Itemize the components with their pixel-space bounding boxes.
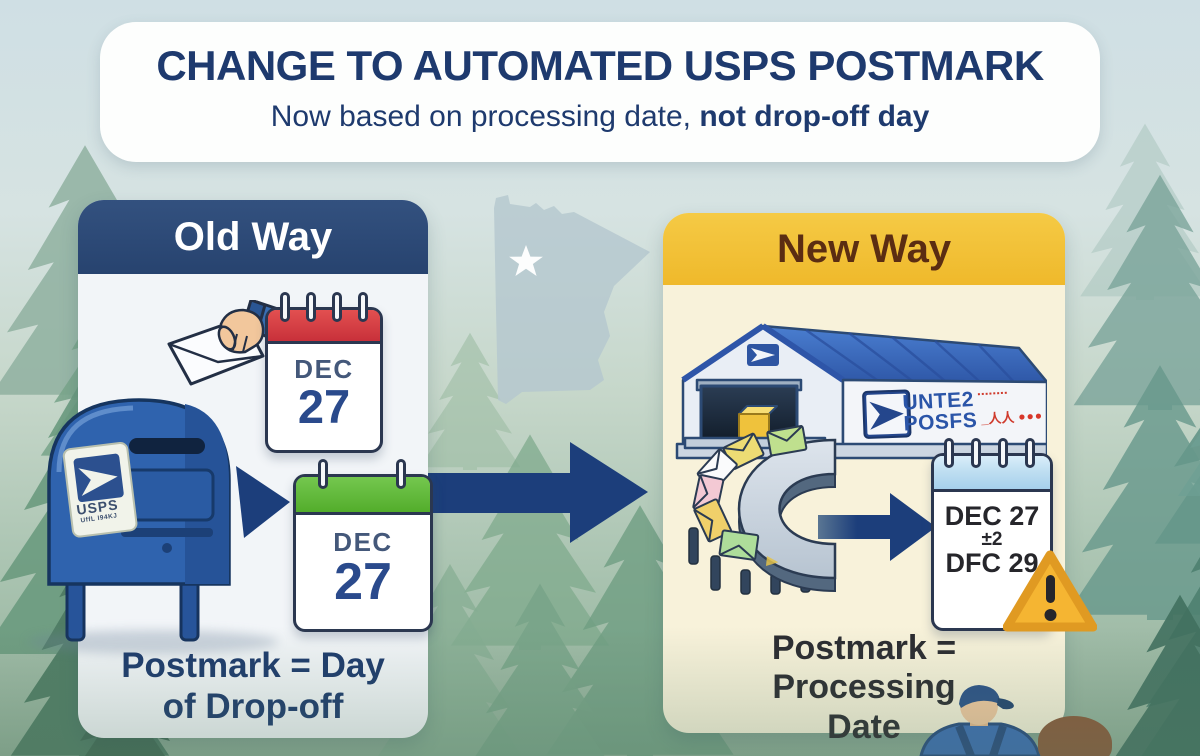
- calendar-ring: [944, 438, 954, 468]
- package-icon: [738, 413, 770, 439]
- calendar-ring: [280, 292, 290, 322]
- page-title: CHANGE TO AUTOMATED USPS POSTMARK: [156, 42, 1044, 89]
- usps-eagle-icon: [78, 468, 118, 497]
- facility-sign-line2: POSFS: [903, 408, 978, 436]
- customer-head-icon: [1038, 716, 1112, 756]
- processing-calendar-line1: DEC 27: [944, 501, 1040, 531]
- processing-calendar-line2: ±2: [981, 529, 1003, 551]
- calendar-ring: [332, 292, 342, 322]
- facility-sign-marks-bottom: _人人: [980, 409, 1015, 427]
- calendar-ring: [971, 438, 981, 468]
- subtitle-prefix: Now based on processing date,: [270, 100, 700, 133]
- mailbox-icon: [47, 398, 231, 642]
- postal-worker-icon: [919, 685, 1041, 756]
- facility-sign-dots: ●●●: [1017, 408, 1044, 424]
- envelope-gold: [693, 498, 732, 543]
- new-caption-line1: Postmark = Processing: [679, 629, 1049, 708]
- envelope-green-check: [766, 425, 808, 457]
- envelope-green: [718, 529, 760, 561]
- facility-sign: UNTE2 ▪▪▪▪▪▪▪▪ POSFS _人人 ●●●: [902, 385, 1044, 436]
- worker-cap-icon: [959, 685, 1000, 708]
- calendar-ring: [998, 438, 1008, 468]
- calendar-ring: [396, 459, 406, 489]
- calendar-day: 27: [334, 553, 392, 611]
- calendar-ring: [1025, 438, 1035, 468]
- dropoff-arrow-icon: [236, 466, 290, 538]
- new-way-caption: Postmark = Processing Date: [679, 629, 1049, 747]
- old-way-caption: Postmark = Day of Drop-off: [90, 646, 416, 727]
- postmark-date-calendar: DEC 27: [293, 459, 433, 632]
- usps-sticker: [62, 442, 138, 538]
- processing-calendar-line3: DFC 29: [945, 548, 1039, 579]
- transition-arrow-icon: [418, 442, 648, 543]
- subtitle-bold: not drop-off day: [699, 100, 930, 133]
- calendar-ring: [358, 292, 368, 322]
- new-caption-line2: Date: [679, 708, 1049, 747]
- processing-facility-icon: [675, 323, 1047, 460]
- calendar-month: DEC: [333, 527, 393, 557]
- ground-tint-overlay: [0, 626, 1200, 756]
- dropoff-date-calendar: DEC 27: [265, 292, 383, 453]
- calendar-day: 27: [297, 380, 351, 433]
- new-way-header: New Way: [663, 213, 1065, 285]
- calendar-month: DEC: [294, 354, 354, 384]
- calendar-header-green: [296, 477, 430, 515]
- calendar-ring: [318, 459, 328, 489]
- conveyor-belt-icon: [688, 425, 837, 595]
- calendar-ring: [306, 292, 316, 322]
- minnesota-map-icon: [494, 195, 650, 404]
- mail-slot: [129, 438, 205, 454]
- old-way-panel: Old Way USPS UffL I94KJ: [28, 200, 433, 738]
- old-caption-line2: of Drop-off: [90, 687, 416, 728]
- facility-usps-logo: [862, 389, 912, 439]
- old-caption-line1: Postmark = Day: [90, 646, 416, 687]
- old-way-header: Old Way: [78, 200, 428, 274]
- title-banner: CHANGE TO AUTOMATED USPS POSTMARK Now ba…: [100, 22, 1100, 162]
- map-star-icon: [509, 245, 543, 276]
- new-way-panel: New Way: [663, 213, 1097, 746]
- page-subtitle: Now based on processing date, not drop-o…: [100, 100, 1100, 134]
- facility-sign-marks-top: ▪▪▪▪▪▪▪▪: [977, 388, 1009, 399]
- warning-icon: [1003, 550, 1097, 632]
- minnesota-shape: [494, 195, 650, 404]
- processing-arrow-icon: [818, 493, 936, 561]
